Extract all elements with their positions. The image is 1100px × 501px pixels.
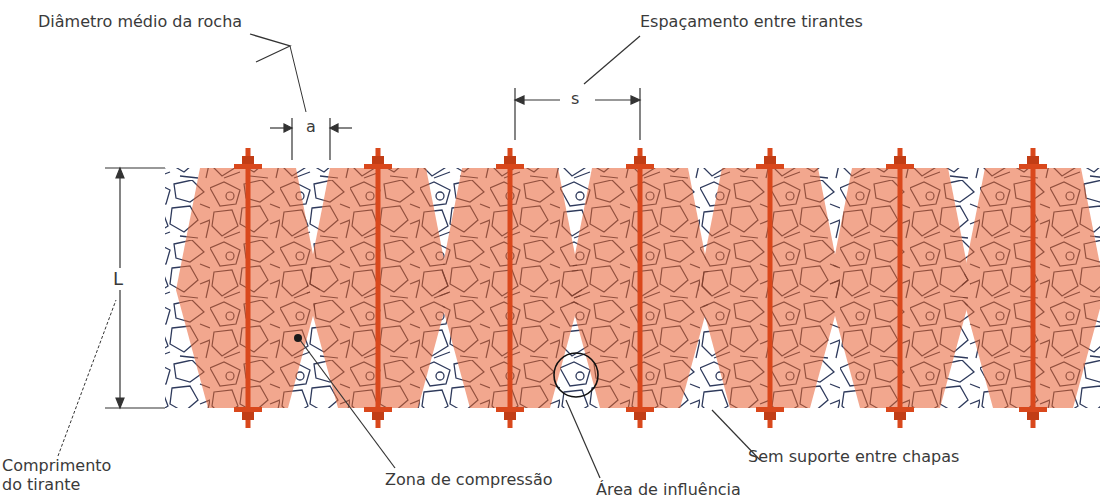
- bearing-plate: [234, 164, 262, 169]
- bolt-rod: [898, 148, 903, 428]
- callout-label: Espaçamento entre tirantes: [640, 12, 863, 31]
- bearing-plate: [1019, 164, 1047, 169]
- nut: [504, 156, 516, 164]
- nut: [504, 412, 516, 420]
- bearing-plate: [1019, 407, 1047, 412]
- nut: [634, 156, 646, 164]
- callout-label: Zona de compressão: [385, 470, 553, 489]
- nut: [1027, 412, 1039, 420]
- dimension-label: s: [568, 89, 582, 108]
- leader-line: [290, 46, 306, 112]
- nut: [764, 156, 776, 164]
- dimension-label: L: [110, 268, 126, 290]
- bolt-rod: [508, 148, 513, 428]
- nut: [242, 412, 254, 420]
- influence-circle: [554, 353, 598, 397]
- bearing-plate: [886, 164, 914, 169]
- callout-label: Área de influência: [596, 480, 741, 499]
- nut: [1027, 156, 1039, 164]
- leader-line: [584, 36, 640, 84]
- rock-bolts: [234, 148, 1047, 428]
- callout-label: Diâmetro médio da rocha: [38, 12, 242, 31]
- bolt-rod: [768, 148, 773, 428]
- dimension-s: [515, 88, 640, 140]
- nut: [634, 412, 646, 420]
- callout-label: Comprimento do tirante: [2, 456, 132, 494]
- nut: [242, 156, 254, 164]
- nut: [764, 412, 776, 420]
- bearing-plate: [496, 407, 524, 412]
- bolt-rod: [376, 148, 381, 428]
- callout-label: Sem suporte entre chapas: [748, 447, 959, 466]
- bearing-plate: [756, 164, 784, 169]
- bolt-rod: [1031, 148, 1036, 428]
- nut: [372, 156, 384, 164]
- bearing-plate: [234, 407, 262, 412]
- nut: [894, 412, 906, 420]
- nut: [894, 156, 906, 164]
- rock-mass: [165, 168, 1100, 408]
- bearing-plate: [364, 164, 392, 169]
- leader-line: [566, 400, 600, 478]
- bearing-plate: [626, 407, 654, 412]
- dimension-label: a: [303, 117, 319, 136]
- bolt-rod: [246, 148, 251, 428]
- leader-dot: [294, 334, 302, 342]
- bearing-plate: [496, 164, 524, 169]
- nut: [372, 412, 384, 420]
- bearing-plate: [756, 407, 784, 412]
- bolt-rod: [638, 148, 643, 428]
- bearing-plate: [364, 407, 392, 412]
- leader-line: [300, 340, 395, 468]
- leader-line: [58, 300, 116, 456]
- dimension-a: [270, 118, 352, 160]
- dimension-l: [105, 168, 165, 408]
- leader-bracket: [250, 34, 290, 62]
- bearing-plate: [886, 407, 914, 412]
- bearing-plate: [626, 164, 654, 169]
